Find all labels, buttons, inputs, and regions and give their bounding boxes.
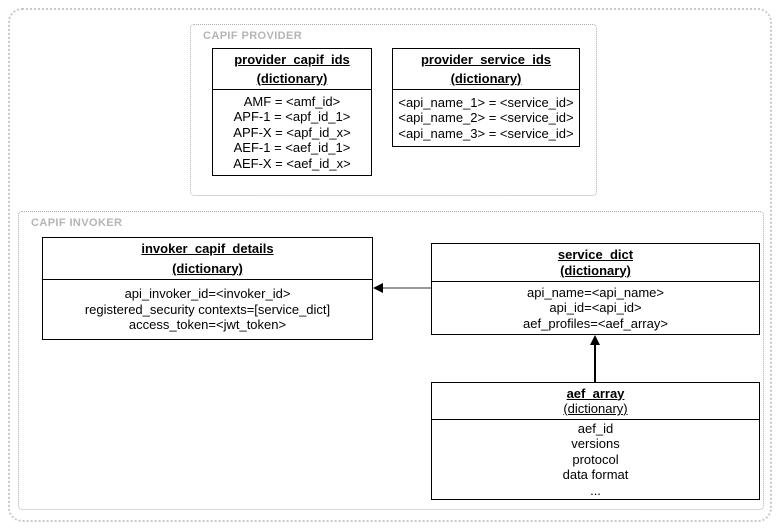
field-row: aef_id [577, 420, 614, 436]
node-service-dict: service_dict (dictionary) api_name=<api_… [431, 243, 760, 335]
field-row: AMF = <amf_id> [243, 93, 341, 109]
field-row: versions [571, 436, 620, 452]
node-service-dict-header: service_dict (dictionary) [432, 244, 759, 282]
field-row: registered_security contexts=[service_di… [84, 301, 331, 317]
field-row: APF-X = <apf_id_x> [233, 124, 351, 140]
arrow-service-dict-to-invoker-shaft [382, 287, 431, 289]
group-capif-invoker: CAPIF INVOKER [18, 211, 764, 510]
field-row: AEF-X = <aef_id_x> [233, 155, 351, 171]
field-row: <api_name_2> = <service_id> [398, 110, 574, 126]
node-invoker-capif-details-body: api_invoker_id=<invoker_id> registered_s… [43, 280, 372, 339]
outer-dotted-border [8, 8, 772, 522]
node-provider-service-ids-body: <api_name_1> = <service_id> <api_name_2>… [393, 90, 579, 146]
node-provider-service-ids: provider_service_ids (dictionary) <api_n… [392, 48, 580, 147]
field-row: api_id=<api_id> [549, 300, 642, 316]
node-subtitle: (dictionary) [172, 260, 243, 276]
field-row: <api_name_3> = <service_id> [398, 125, 574, 141]
node-title: provider_capif_ids [234, 51, 350, 67]
node-invoker-capif-details: invoker_capif_details (dictionary) api_i… [42, 237, 373, 340]
node-provider-capif-ids-body: AMF = <amf_id> APF-1 = <apf_id_1> APF-X … [213, 90, 371, 175]
arrow-aef-array-to-service-dict-shaft [594, 344, 596, 382]
group-capif-provider-label: CAPIF PROVIDER [203, 30, 303, 42]
node-title: invoker_capif_details [141, 241, 274, 256]
field-row: protocol [572, 451, 619, 467]
node-title: service_dict [557, 247, 634, 262]
arrow-up-head-icon [590, 335, 600, 345]
field-row: AEF-1 = <aef_id_1> [233, 140, 351, 156]
group-capif-invoker-label: CAPIF INVOKER [31, 217, 123, 229]
node-aef-array-body: aef_id versions protocol data format ... [432, 420, 759, 499]
field-row: ... [590, 482, 601, 498]
node-service-dict-body: api_name=<api_name> api_id=<api_id> aef_… [432, 282, 759, 334]
node-title: provider_service_ids [420, 51, 552, 67]
node-provider-capif-ids-header: provider_capif_ids (dictionary) [213, 49, 371, 90]
field-row: <api_name_1> = <service_id> [398, 94, 574, 110]
node-invoker-capif-details-header: invoker_capif_details (dictionary) [43, 238, 372, 280]
node-subtitle: (dictionary) [256, 71, 328, 86]
node-subtitle: (dictionary) [560, 262, 631, 278]
field-row: data format [562, 467, 629, 483]
node-subtitle: (dictionary) [450, 71, 522, 86]
node-subtitle: (dictionary) [563, 401, 628, 416]
node-aef-array-header: aef_array (dictionary) [432, 383, 759, 420]
node-aef-array: aef_array (dictionary) aef_id versions p… [431, 382, 760, 500]
field-row: aef_profiles=<aef_array> [523, 315, 668, 331]
node-provider-service-ids-header: provider_service_ids (dictionary) [393, 49, 579, 90]
node-provider-capif-ids: provider_capif_ids (dictionary) AMF = <a… [212, 48, 372, 176]
node-title: aef_array [566, 385, 625, 401]
arrow-left-head-icon [373, 283, 383, 293]
field-row: access_token=<jwt_token> [128, 317, 287, 333]
group-capif-provider: CAPIF PROVIDER [190, 24, 597, 196]
field-row: api_name=<api_name> [527, 284, 664, 300]
field-row: APF-1 = <apf_id_1> [233, 109, 351, 125]
field-row: api_invoker_id=<invoker_id> [124, 286, 291, 302]
